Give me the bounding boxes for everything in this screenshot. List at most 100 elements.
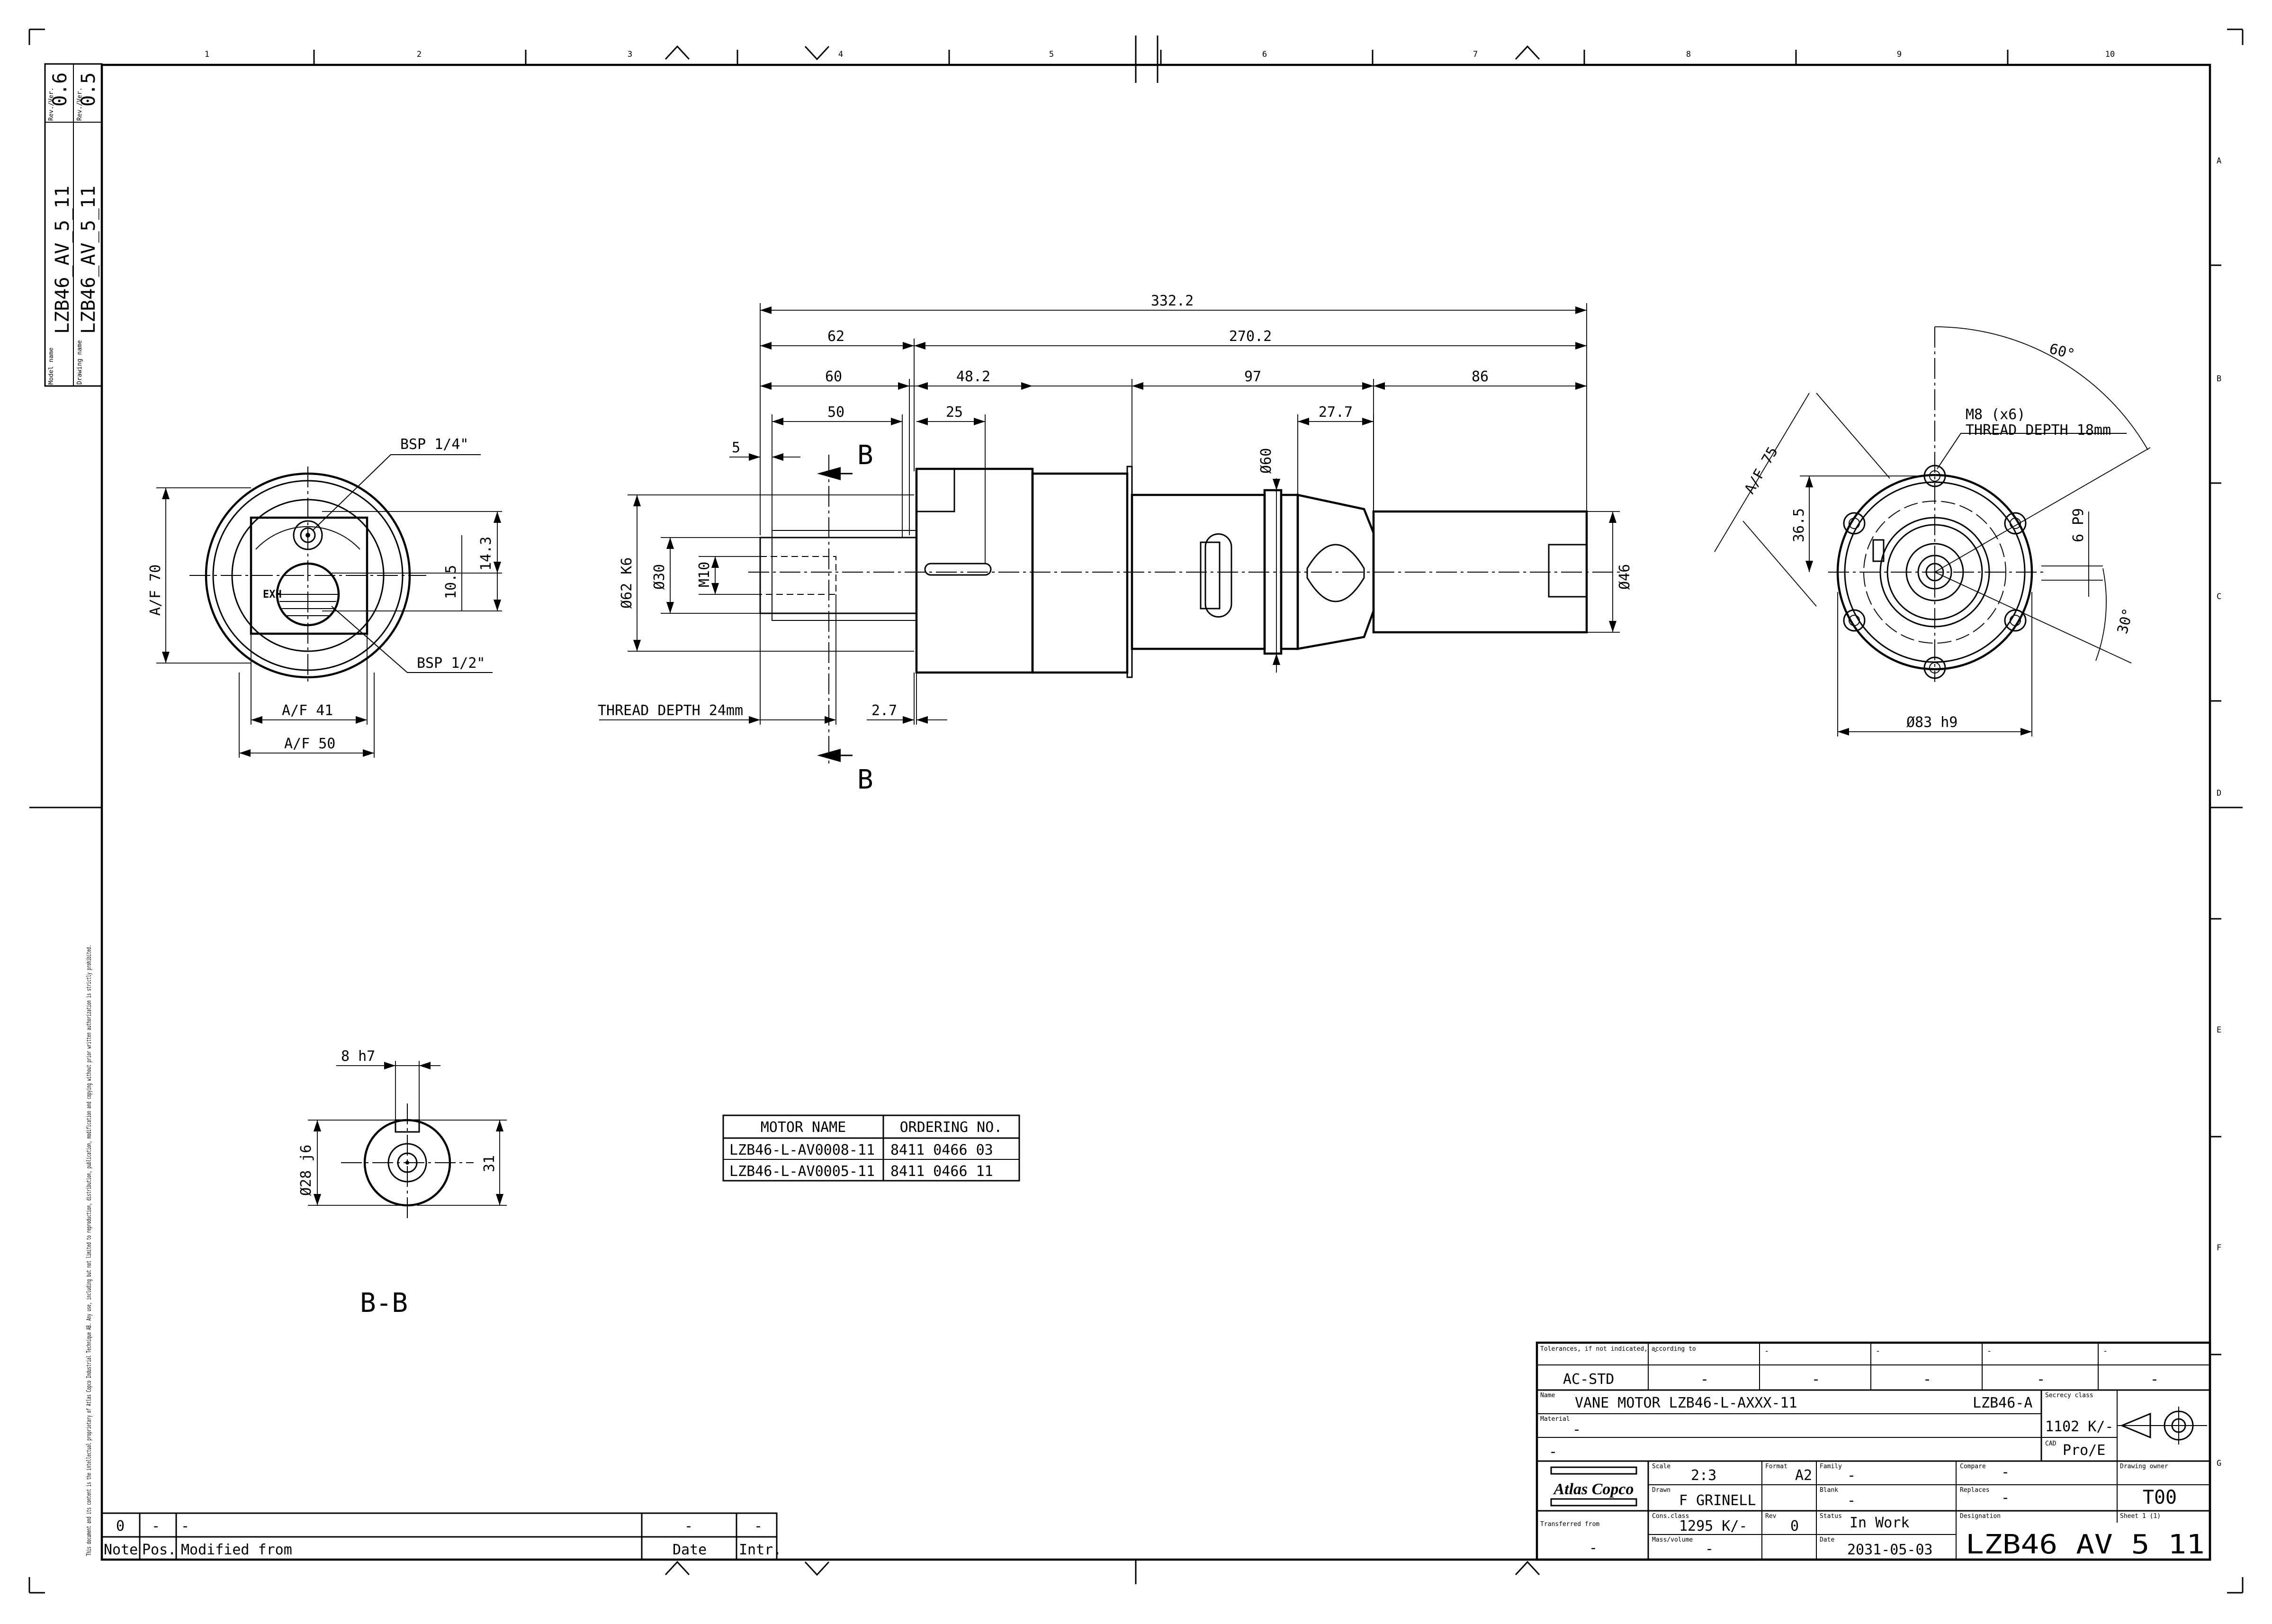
dim-8-h7: 8 h7 bbox=[341, 1048, 375, 1065]
zone-row-d: D bbox=[2217, 789, 2221, 798]
dim-10-5: 10.5 bbox=[443, 565, 459, 599]
rev-modified-value: - bbox=[181, 1518, 189, 1534]
blank-value: - bbox=[1847, 1492, 1856, 1509]
angle-60: 60° bbox=[2047, 341, 2076, 363]
dim-36-5: 36.5 bbox=[1791, 508, 1807, 542]
tb-dash: - bbox=[1764, 1346, 1769, 1356]
replaces-value: - bbox=[2001, 1489, 2010, 1506]
transferred-value: - bbox=[1589, 1540, 1598, 1556]
tol-label: Tolerances, if not indicated, according … bbox=[1540, 1346, 1696, 1353]
mass-value: - bbox=[1705, 1541, 1714, 1557]
drawn-value: F GRINELL bbox=[1679, 1492, 1756, 1509]
secrecy-label: Secrecy class bbox=[2045, 1392, 2093, 1399]
mass-label: Mass/volume bbox=[1652, 1536, 1693, 1543]
tb-dash: - bbox=[1700, 1371, 1709, 1388]
dim-6-p9: 6 P9 bbox=[2070, 508, 2087, 542]
format-value: A2 bbox=[1795, 1467, 1812, 1484]
scale-label: Scale bbox=[1652, 1463, 1670, 1470]
scale-value: 2:3 bbox=[1691, 1467, 1716, 1484]
name-value: VANE MOTOR LZB46-L-AXXX-11 bbox=[1575, 1395, 1797, 1411]
zone-col-1: 1 bbox=[205, 50, 209, 59]
exh-label: EXH bbox=[263, 589, 282, 601]
table-row: LZB46-L-AV0008-11 bbox=[729, 1142, 875, 1158]
cons-label: Cons.class bbox=[1652, 1513, 1689, 1520]
table-row: 8411 0466 11 bbox=[890, 1163, 993, 1180]
bsp-bottom-label: BSP 1/2" bbox=[417, 655, 485, 672]
dim-2-7: 2.7 bbox=[871, 702, 897, 719]
designation-label: Designation bbox=[1960, 1513, 2001, 1520]
material-value: - bbox=[1572, 1421, 1581, 1438]
dim-phi-62-k6: Ø62 K6 bbox=[619, 557, 635, 609]
zone-col-5: 5 bbox=[1049, 50, 1054, 59]
af41-label: A/F 41 bbox=[282, 702, 333, 719]
compare-label: Compare bbox=[1960, 1463, 1986, 1470]
dim-phi-30: Ø30 bbox=[651, 564, 668, 590]
format-label: Format bbox=[1765, 1463, 1787, 1470]
cad-label: CAD bbox=[2045, 1440, 2056, 1447]
dim-50: 50 bbox=[827, 404, 844, 421]
bsp-top-label: BSP 1/4" bbox=[400, 436, 469, 453]
section-b-top: B bbox=[857, 440, 873, 471]
rev-header-note: Note bbox=[104, 1542, 138, 1558]
copyright-note: This document and its content is the int… bbox=[86, 945, 93, 1556]
rev-intr-value: - bbox=[754, 1518, 763, 1534]
dim-62: 62 bbox=[827, 328, 844, 345]
zone-col-8: 8 bbox=[1686, 50, 1691, 59]
tb-dash: - bbox=[1876, 1346, 1880, 1356]
rev-header-modified: Modified from bbox=[181, 1542, 292, 1558]
motor-table-header-ordering: ORDERING NO. bbox=[900, 1119, 1003, 1136]
revision-table: 0 - - - - Note Pos. Modified from Date I… bbox=[101, 1512, 781, 1561]
replaces-label: Replaces bbox=[1960, 1487, 1990, 1494]
compare-value: - bbox=[2001, 1464, 2010, 1480]
tb-dash: - bbox=[2103, 1346, 2108, 1356]
rev-date-value: - bbox=[684, 1518, 693, 1534]
zone-row-f: F bbox=[2217, 1243, 2221, 1253]
model-name-value: LZB46_AV_5_11 bbox=[52, 186, 73, 334]
model-name-label: Model name bbox=[48, 348, 55, 385]
sheet-label: Sheet 1 (1) bbox=[2120, 1513, 2161, 1520]
family-value: - bbox=[1847, 1467, 1856, 1484]
designation-value: LZB46_AV_5_11 bbox=[1966, 1529, 2205, 1560]
dim-31: 31 bbox=[481, 1155, 498, 1172]
motor-table-header-name: MOTOR NAME bbox=[761, 1119, 846, 1136]
dim-270-2: 270.2 bbox=[1229, 328, 1272, 345]
owner-value: T00 bbox=[2143, 1487, 2177, 1508]
zone-row-b: B bbox=[2217, 374, 2221, 384]
motor-table: MOTOR NAME ORDERING NO. LZB46-L-AV0008-1… bbox=[722, 1114, 1020, 1182]
zone-col-7: 7 bbox=[1473, 50, 1478, 59]
rev-header-date: Date bbox=[673, 1542, 707, 1558]
tb-dash: - bbox=[2150, 1371, 2159, 1388]
dim-25: 25 bbox=[946, 404, 963, 421]
m8-x6-label: M8 (x6) bbox=[1966, 406, 2025, 423]
zone-col-2: 2 bbox=[417, 50, 422, 59]
af50-label: A/F 50 bbox=[284, 736, 335, 752]
zone-col-10: 10 bbox=[2105, 50, 2115, 59]
owner-label: Drawing owner bbox=[2120, 1463, 2168, 1470]
zone-col-4: 4 bbox=[838, 50, 843, 59]
material-label: Material bbox=[1540, 1416, 1570, 1423]
drawing-name-value: LZB46_AV_5_11 bbox=[78, 186, 99, 334]
model-name-box: Model name LZB46_AV_5_11 Rev./Ver. 0.6 D… bbox=[44, 63, 103, 387]
zone-col-9: 9 bbox=[1897, 50, 1902, 59]
zone-col-3: 3 bbox=[628, 50, 632, 59]
dim-48-2: 48.2 bbox=[956, 368, 990, 385]
rev-header-intr: Intr. bbox=[739, 1542, 781, 1558]
material-value-2: - bbox=[1549, 1444, 1557, 1460]
name-label: Name bbox=[1540, 1392, 1555, 1399]
dim-97: 97 bbox=[1244, 368, 1261, 385]
cad-value: Pro/E bbox=[2063, 1442, 2105, 1459]
blank-label: Blank bbox=[1820, 1487, 1838, 1494]
tb-dash: - bbox=[1653, 1346, 1658, 1356]
dim-60: 60 bbox=[825, 368, 842, 385]
rev-note-value: 0 bbox=[116, 1518, 125, 1534]
dim-phi-83-h9: Ø83 h9 bbox=[1906, 714, 1958, 731]
af70-label: A/F 70 bbox=[147, 565, 164, 616]
table-row: LZB46-L-AV0005-11 bbox=[729, 1163, 875, 1180]
dim-phi-46: Ø46 bbox=[1616, 564, 1633, 590]
model-rev-label: Rev./Ver. bbox=[48, 88, 55, 121]
section-b-bottom: B bbox=[857, 764, 873, 795]
af75-label: A/F 75 bbox=[1742, 444, 1781, 497]
zone-row-g: G bbox=[2217, 1459, 2221, 1468]
